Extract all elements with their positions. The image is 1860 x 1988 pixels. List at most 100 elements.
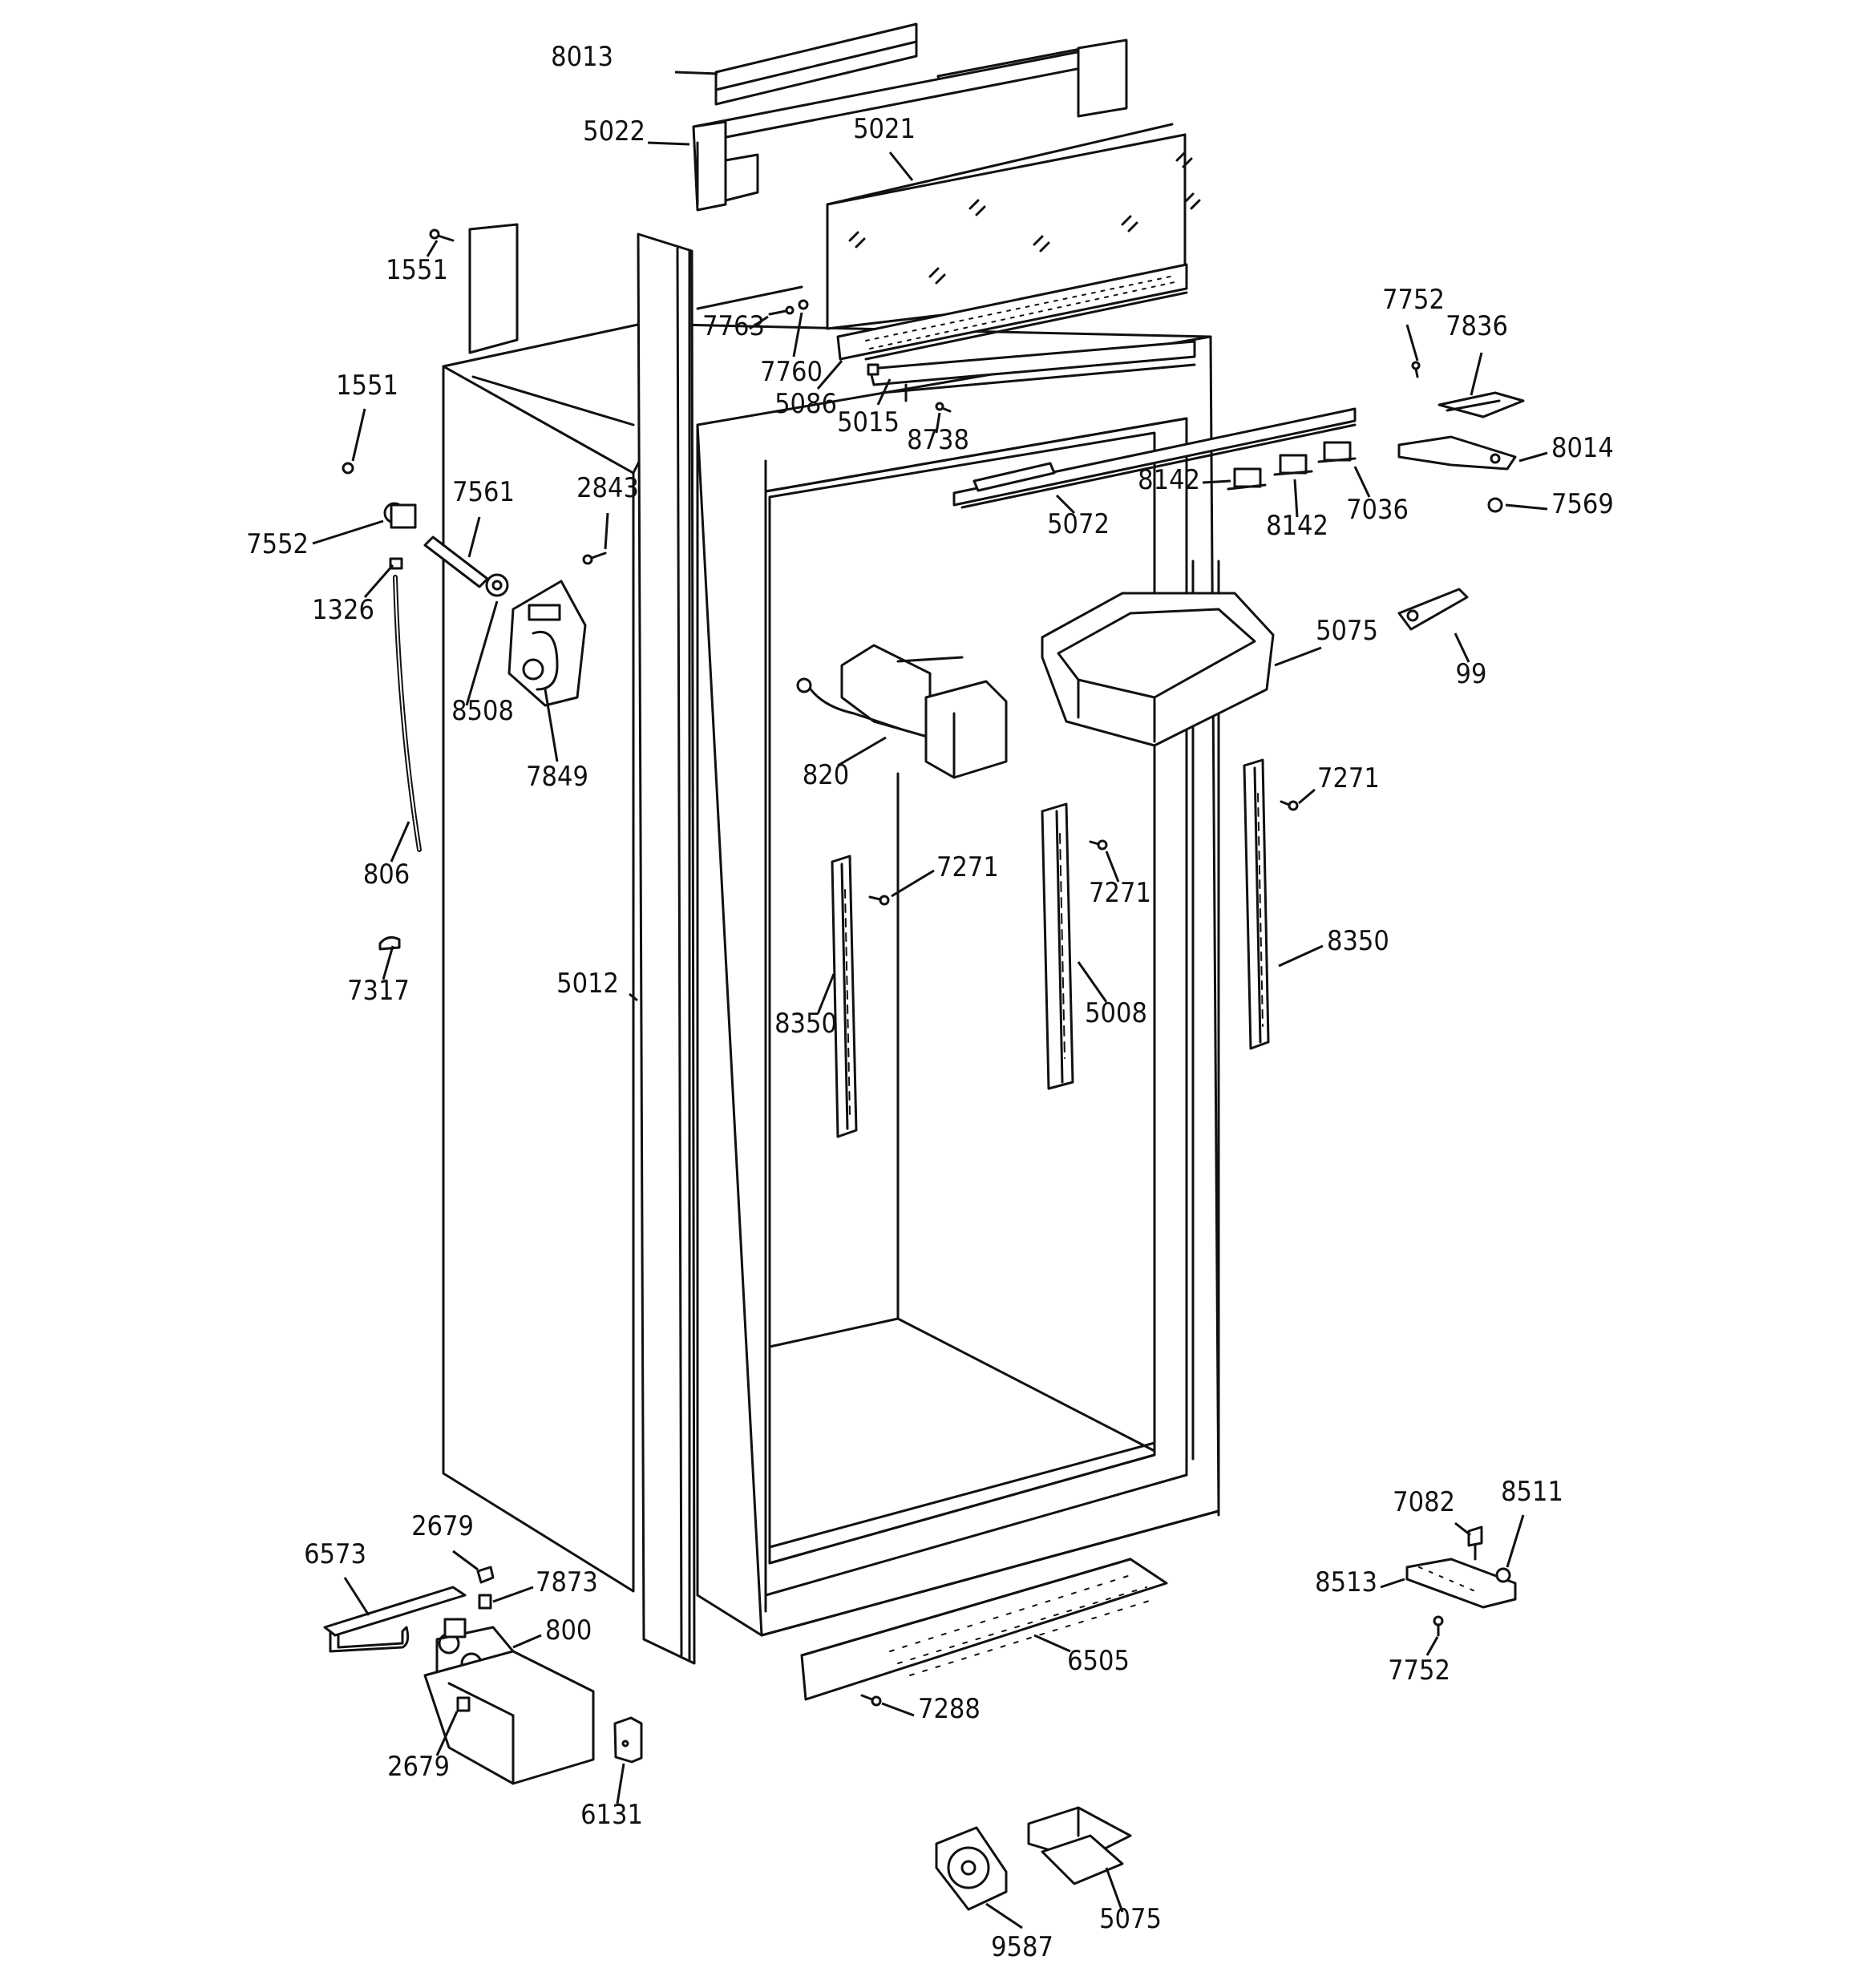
part-8738-screw	[935, 402, 952, 413]
part-7569-nut	[1487, 497, 1503, 513]
leader-line-7271	[1298, 788, 1316, 805]
leader-line-7288	[881, 1702, 915, 1717]
part-label-6131: 6131	[580, 1799, 643, 1831]
leader-line-1551	[351, 408, 366, 462]
part-7836-hinge	[1437, 391, 1525, 418]
part-label-2843: 2843	[576, 472, 639, 504]
leader-line-8350	[816, 973, 835, 1015]
part-7288-screw	[860, 1694, 882, 1707]
part-label-99: 99	[1456, 658, 1487, 690]
part-label-7836: 7836	[1446, 310, 1508, 342]
part-label-7752: 7752	[1382, 284, 1445, 316]
part-8513-hinge	[1405, 1558, 1517, 1609]
part-5075-fan-bracket	[1027, 1806, 1132, 1885]
part-label-5021: 5021	[853, 113, 916, 145]
part-label-5015: 5015	[837, 406, 900, 438]
part-label-7288: 7288	[918, 1693, 981, 1725]
part-label-7271: 7271	[936, 851, 999, 883]
leader-line-8350	[1278, 944, 1324, 968]
part-7763-screw	[768, 305, 795, 316]
part-label-1551: 1551	[386, 254, 448, 286]
leader-line-7561	[467, 516, 481, 558]
leader-line-7849	[544, 689, 559, 762]
leader-line-800	[512, 1634, 542, 1649]
leader-line-7317	[382, 945, 394, 980]
leader-line-820	[837, 736, 887, 767]
leader-line-5072	[1055, 494, 1076, 515]
part-label-7082: 7082	[1393, 1486, 1455, 1518]
part-8142-clip-a	[1227, 467, 1267, 491]
part-8511-nut	[1495, 1567, 1511, 1583]
part-7082-bolt	[1467, 1525, 1483, 1561]
part-label-8738: 8738	[907, 424, 969, 456]
leader-line-7271	[891, 869, 935, 898]
leader-line-8142	[1202, 479, 1231, 484]
part-label-7849: 7849	[526, 761, 588, 793]
part-8350-ladder-right	[1243, 758, 1270, 1050]
leader-line-7569	[1505, 503, 1548, 511]
part-7752-screw-top	[1411, 361, 1421, 378]
part-label-1326: 1326	[312, 594, 374, 626]
front-frame	[696, 335, 1220, 1637]
part-5015-channel	[867, 340, 1196, 402]
part-7752-screw-bottom	[1433, 1615, 1444, 1637]
leader-line-7763	[749, 315, 769, 330]
leader-line-2679	[452, 1550, 479, 1571]
part-820-icemaker	[796, 644, 1008, 779]
leader-line-5075	[1105, 1867, 1124, 1913]
part-1551-screw-side	[342, 462, 354, 475]
leader-line-806	[390, 821, 410, 863]
part-5012-strip	[637, 232, 696, 1665]
part-7271-screws	[868, 800, 1299, 906]
part-5075-bin	[1041, 592, 1275, 747]
leader-line-7752	[1405, 324, 1419, 362]
part-9587-fan	[935, 1826, 1008, 1911]
part-8142-clip-b	[1273, 454, 1313, 476]
leader-line-6505	[1033, 1634, 1071, 1653]
leader-line-7836	[1470, 352, 1483, 396]
part-label-7317: 7317	[347, 975, 410, 1007]
part-label-8142: 8142	[1266, 510, 1328, 542]
part-valve-box	[423, 1650, 595, 1785]
part-label-7873: 7873	[536, 1566, 598, 1598]
part-7760-washer	[798, 299, 809, 310]
part-label-7271: 7271	[1317, 762, 1380, 794]
leader-line-6573	[343, 1577, 370, 1616]
part-6573-bracket	[323, 1586, 467, 1653]
part-6505-grille	[800, 1558, 1168, 1701]
part-806-tube	[393, 575, 422, 852]
part-label-7760: 7760	[760, 356, 823, 388]
leader-line-8142	[1293, 479, 1299, 518]
leader-line-5021	[888, 152, 914, 181]
leader-line-7552	[312, 519, 384, 545]
leader-line-5086	[816, 360, 843, 390]
part-6131-bracket	[613, 1716, 643, 1764]
part-label-5086: 5086	[774, 388, 837, 420]
part-label-6505: 6505	[1067, 1645, 1130, 1677]
part-label-5075: 5075	[1099, 1903, 1162, 1935]
part-label-7036: 7036	[1346, 494, 1409, 526]
leader-line-9587	[985, 1902, 1023, 1929]
part-label-8014: 8014	[1551, 432, 1614, 464]
leader-line-99	[1454, 632, 1470, 663]
part-1551-screw-top	[429, 228, 455, 242]
part-label-8013: 8013	[551, 41, 613, 73]
part-label-8142: 8142	[1138, 464, 1200, 496]
part-label-7752: 7752	[1388, 1655, 1450, 1687]
part-5072-rail	[952, 407, 1357, 509]
leader-line-2843	[604, 512, 609, 550]
leader-line-8508	[465, 600, 499, 706]
leader-lines	[312, 71, 1548, 1929]
part-label-806: 806	[363, 859, 410, 891]
part-label-7561: 7561	[452, 476, 515, 508]
part-label-9587: 9587	[991, 1931, 1053, 1963]
part-label-1551: 1551	[336, 370, 398, 402]
part-2679-nut-top	[476, 1566, 495, 1584]
part-7873-fitting	[478, 1594, 492, 1610]
leader-line-5075	[1274, 646, 1322, 667]
part-5008-ladder-center	[1041, 802, 1074, 1090]
part-5086-perforated-trim	[836, 263, 1188, 361]
part-label-5012: 5012	[556, 968, 619, 1000]
